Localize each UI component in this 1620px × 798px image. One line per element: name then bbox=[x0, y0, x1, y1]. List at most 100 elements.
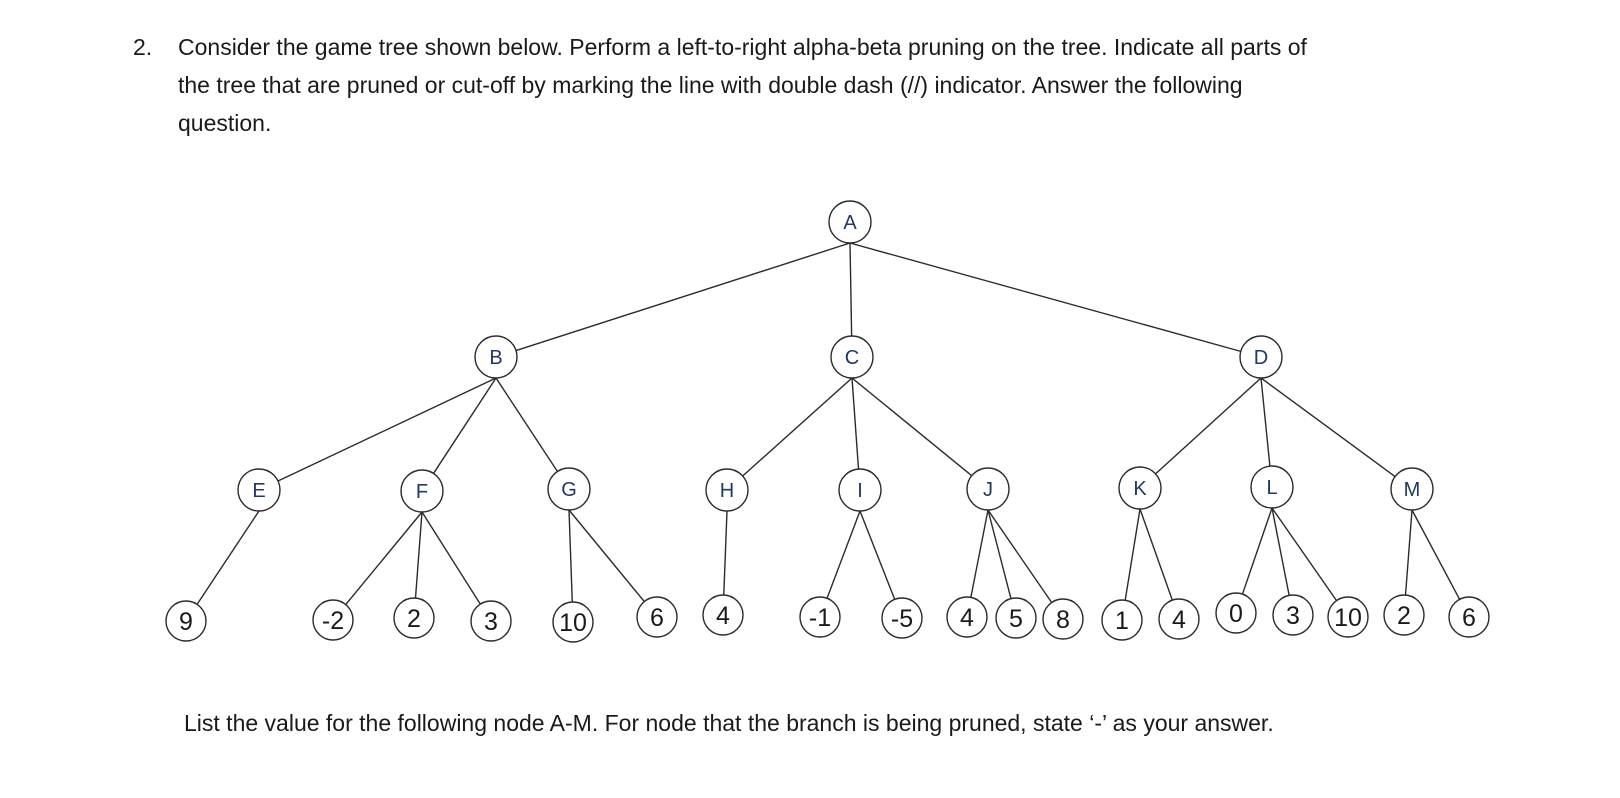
question-block: 2. Consider the game tree shown below. P… bbox=[133, 28, 1578, 142]
node-label-D: D bbox=[1254, 347, 1268, 369]
node-label-A: A bbox=[843, 212, 857, 234]
tree-edge-B-F bbox=[432, 377, 497, 474]
tree-node-v1: 9 bbox=[165, 600, 207, 642]
tree-node-C: C bbox=[830, 335, 874, 379]
tree-edge-I-v8 bbox=[826, 510, 861, 599]
internal-node-circle bbox=[400, 469, 444, 513]
tree-edge-B-G bbox=[495, 377, 559, 472]
tree-edge-A-D bbox=[849, 242, 1241, 353]
leaf-value-v6: 6 bbox=[650, 604, 664, 632]
tree-edge-D-K bbox=[1155, 377, 1262, 475]
tree-node-v12: 8 bbox=[1042, 598, 1084, 640]
leaf-value-v8: -1 bbox=[809, 604, 831, 632]
tree-node-v4: 3 bbox=[470, 600, 512, 642]
leaf-node-circle bbox=[1042, 598, 1084, 640]
question-line: the tree that are pruned or cut-off by m… bbox=[178, 72, 1243, 98]
tree-node-K: K bbox=[1118, 466, 1162, 510]
question-line: Consider the game tree shown below. Perf… bbox=[178, 34, 1307, 60]
internal-node-circle bbox=[966, 467, 1010, 511]
tree-edge-L-v15 bbox=[1241, 507, 1273, 595]
tree-edge-I-v9 bbox=[859, 510, 896, 600]
tree-edge-L-v17 bbox=[1271, 507, 1338, 601]
internal-node-circle bbox=[237, 468, 281, 512]
node-label-I: I bbox=[857, 480, 863, 502]
leaf-value-v13: 1 bbox=[1115, 607, 1129, 635]
leaf-node-circle bbox=[1383, 594, 1425, 636]
question-text: Consider the game tree shown below. Perf… bbox=[178, 28, 1578, 142]
tree-node-v5: 10 bbox=[552, 601, 594, 643]
node-label-J: J bbox=[983, 479, 993, 501]
tree-edge-D-M bbox=[1260, 377, 1396, 478]
leaf-value-v14: 4 bbox=[1172, 606, 1186, 634]
node-label-F: F bbox=[416, 481, 428, 503]
tree-node-F: F bbox=[400, 469, 444, 513]
tree-node-v9: -5 bbox=[881, 597, 923, 639]
leaf-value-v11: 5 bbox=[1009, 605, 1023, 633]
leaf-node-circle bbox=[636, 596, 678, 638]
tree-edge-E-v1 bbox=[196, 510, 260, 605]
leaf-value-v19: 6 bbox=[1462, 604, 1476, 632]
tree-edge-J-v12 bbox=[987, 509, 1053, 603]
leaf-node-circle bbox=[881, 597, 923, 639]
tree-node-v7: 4 bbox=[702, 594, 744, 636]
internal-node-circle bbox=[1239, 335, 1283, 379]
tree-node-D: D bbox=[1239, 335, 1283, 379]
leaf-value-v12: 8 bbox=[1056, 606, 1070, 634]
tree-edge-J-v10 bbox=[970, 509, 989, 598]
leaf-value-v5: 10 bbox=[559, 609, 587, 637]
node-label-E: E bbox=[252, 480, 265, 502]
leaf-node-circle bbox=[1101, 599, 1143, 641]
tree-node-E: E bbox=[237, 468, 281, 512]
leaf-value-v4: 3 bbox=[484, 608, 498, 636]
internal-node-circle bbox=[1390, 467, 1434, 511]
question-number: 2. bbox=[133, 34, 153, 60]
leaf-node-circle bbox=[552, 601, 594, 643]
tree-node-v15: 0 bbox=[1215, 592, 1257, 634]
tree-edge-G-v6 bbox=[568, 509, 645, 602]
node-label-B: B bbox=[489, 347, 502, 369]
tree-node-v14: 4 bbox=[1158, 598, 1200, 640]
leaf-value-v10: 4 bbox=[960, 604, 974, 632]
leaf-value-v18: 2 bbox=[1397, 602, 1411, 630]
tree-node-v11: 5 bbox=[995, 597, 1037, 639]
leaf-node-circle bbox=[702, 594, 744, 636]
tree-node-L: L bbox=[1250, 465, 1294, 509]
tree-node-J: J bbox=[966, 467, 1010, 511]
leaf-value-v9: -5 bbox=[891, 605, 913, 633]
tree-edge-G-v5 bbox=[568, 509, 573, 603]
tree-node-v8: -1 bbox=[799, 596, 841, 638]
internal-node-circle bbox=[547, 467, 591, 511]
tree-node-v6: 6 bbox=[636, 596, 678, 638]
tree-edge-K-v14 bbox=[1139, 508, 1173, 601]
internal-node-circle bbox=[830, 335, 874, 379]
tree-node-I: I bbox=[838, 468, 882, 512]
tree-node-M: M bbox=[1390, 467, 1434, 511]
node-label-C: C bbox=[845, 347, 859, 369]
tree-edge-C-I bbox=[851, 377, 860, 470]
internal-node-circle bbox=[838, 468, 882, 512]
tree-node-A: A bbox=[828, 200, 872, 244]
leaf-node-circle bbox=[946, 596, 988, 638]
leaf-node-circle bbox=[470, 600, 512, 642]
tree-edge-F-v4 bbox=[421, 511, 481, 605]
tree-edge-A-C bbox=[849, 242, 853, 337]
tree-edge-F-v3 bbox=[414, 511, 423, 599]
tree-node-v18: 2 bbox=[1383, 594, 1425, 636]
tree-node-H: H bbox=[705, 468, 749, 512]
leaf-node-circle bbox=[165, 600, 207, 642]
tree-edge-H-v7 bbox=[723, 510, 728, 596]
leaf-value-v17: 10 bbox=[1334, 604, 1362, 632]
tree-edge-M-v18 bbox=[1404, 509, 1413, 596]
leaf-node-circle bbox=[393, 597, 435, 639]
tree-node-v17: 10 bbox=[1327, 596, 1369, 638]
internal-node-circle bbox=[705, 468, 749, 512]
tree-edge-L-v16 bbox=[1271, 507, 1290, 596]
leaf-value-v1: 9 bbox=[179, 608, 193, 636]
internal-node-circle bbox=[474, 335, 518, 379]
internal-node-circle bbox=[1250, 465, 1294, 509]
tree-edge-M-v19 bbox=[1411, 509, 1461, 600]
internal-node-circle bbox=[1118, 466, 1162, 510]
tree-edge-B-E bbox=[277, 377, 497, 482]
leaf-value-v7: 4 bbox=[716, 602, 730, 630]
